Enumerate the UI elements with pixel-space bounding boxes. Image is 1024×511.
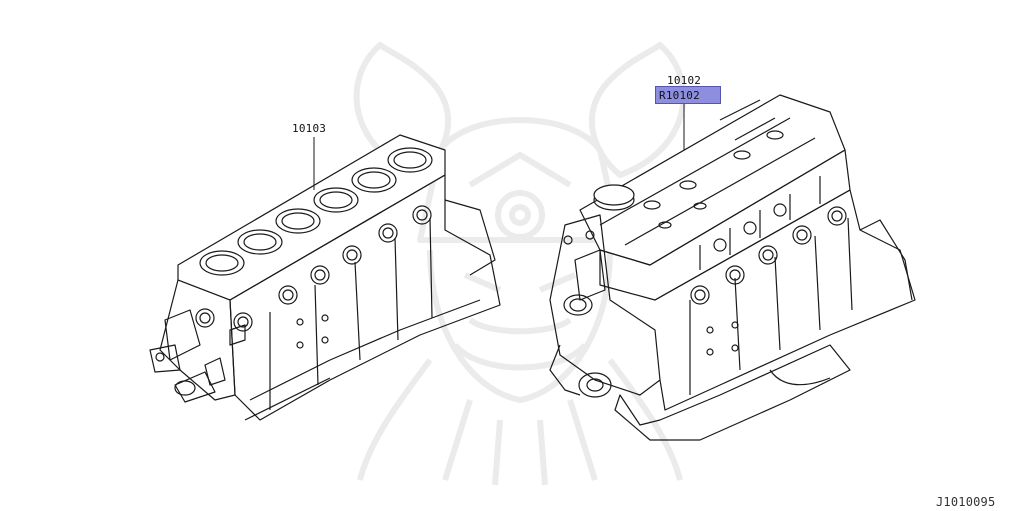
callout-part-number-10103[interactable]: 10103 (292, 122, 327, 135)
callout-part-number-r10102-highlighted[interactable]: R10102 (655, 86, 721, 104)
figure-id: J1010095 (936, 495, 996, 509)
callout-part-number-10102[interactable]: 10102 (667, 74, 702, 87)
engine-assembly-drawing[interactable] (549, 94, 916, 441)
cylinder-block-drawing[interactable] (149, 134, 501, 421)
samurai-helmet-watermark-icon (353, 42, 687, 486)
